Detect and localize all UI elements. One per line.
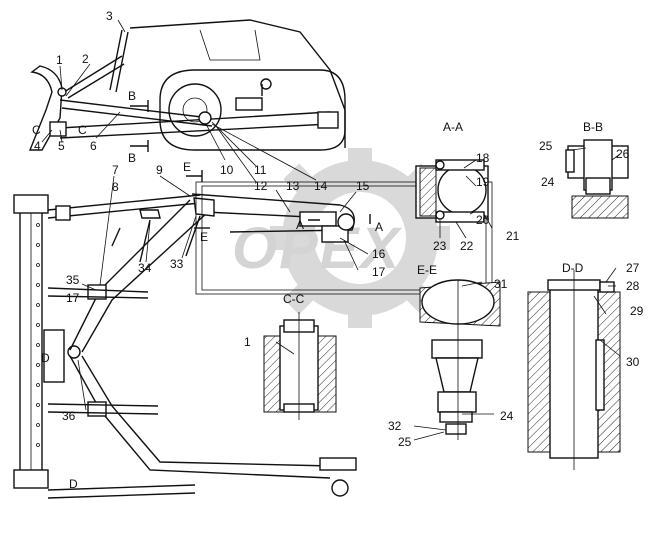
section-label-b-b: B-B xyxy=(583,120,603,134)
callout-25-bb: 25 xyxy=(539,139,553,153)
callout-1-cc: 1 xyxy=(244,335,251,349)
callout-22: 22 xyxy=(460,239,474,253)
callout-numbers: 1 2 3 4 5 6 7 8 9 10 11 12 13 14 15 16 1… xyxy=(34,9,644,449)
plan-view-assembly xyxy=(13,193,357,499)
callout-19: 19 xyxy=(476,175,490,189)
callout-20: 20 xyxy=(476,213,490,227)
section-label-c-c: C-C xyxy=(283,292,305,306)
callout-14: 14 xyxy=(314,179,328,193)
callout-2: 2 xyxy=(82,52,89,66)
marker-c-right: C xyxy=(78,123,87,137)
callout-29: 29 xyxy=(630,304,644,318)
marker-b-bottom: B xyxy=(128,151,136,165)
section-b-b-view xyxy=(565,139,629,219)
watermark-text: OPEX xyxy=(232,216,402,281)
callout-32: 32 xyxy=(388,419,402,433)
leader-lines xyxy=(41,19,621,441)
section-c-c-view xyxy=(263,312,337,420)
ball-joint-view xyxy=(419,279,501,440)
section-a-a-view xyxy=(415,159,489,223)
callout-31: 31 xyxy=(494,277,508,291)
callout-15: 15 xyxy=(356,179,370,193)
side-view-assembly xyxy=(28,19,346,151)
marker-b-top: B xyxy=(128,89,136,103)
marker-d-bottom: D xyxy=(69,477,78,491)
callout-21: 21 xyxy=(506,229,520,243)
marker-e-top: E xyxy=(183,160,191,174)
marker-c-left: C xyxy=(32,123,41,137)
callout-16: 16 xyxy=(372,247,386,261)
callout-3: 3 xyxy=(106,9,113,23)
marker-d-left: D xyxy=(41,351,50,365)
callout-33: 33 xyxy=(170,257,184,271)
callout-30: 30 xyxy=(626,355,640,369)
callout-4: 4 xyxy=(34,139,41,153)
callout-6: 6 xyxy=(90,139,97,153)
callout-17-plan: 17 xyxy=(66,291,80,305)
callout-28: 28 xyxy=(626,279,640,293)
marker-e-bottom: E xyxy=(200,230,208,244)
callout-8: 8 xyxy=(112,180,119,194)
marker-a-right: A xyxy=(375,220,383,234)
callout-13: 13 xyxy=(286,179,300,193)
callout-27: 27 xyxy=(626,261,640,275)
callout-1: 1 xyxy=(56,53,63,67)
callout-23: 23 xyxy=(433,239,447,253)
callout-12: 12 xyxy=(254,179,268,193)
callout-9: 9 xyxy=(156,163,163,177)
callout-7: 7 xyxy=(112,163,119,177)
section-label-e-e: E-E xyxy=(417,263,437,277)
section-label-a-a: A-A xyxy=(443,120,463,134)
marker-a-left: A xyxy=(296,218,304,232)
callout-26: 26 xyxy=(616,147,630,161)
callout-18: 18 xyxy=(476,151,490,165)
callout-25-ball: 25 xyxy=(398,435,412,449)
callout-17: 17 xyxy=(372,265,386,279)
callout-24-ball: 24 xyxy=(500,409,514,423)
callout-36: 36 xyxy=(62,409,76,423)
callout-34: 34 xyxy=(138,261,152,275)
callout-10: 10 xyxy=(220,163,234,177)
callout-35: 35 xyxy=(66,273,80,287)
section-d-d-view xyxy=(527,270,621,470)
callout-24-bb: 24 xyxy=(541,175,555,189)
section-label-d-d: D-D xyxy=(562,261,584,275)
callout-5: 5 xyxy=(58,139,65,153)
callout-11: 11 xyxy=(254,163,267,177)
